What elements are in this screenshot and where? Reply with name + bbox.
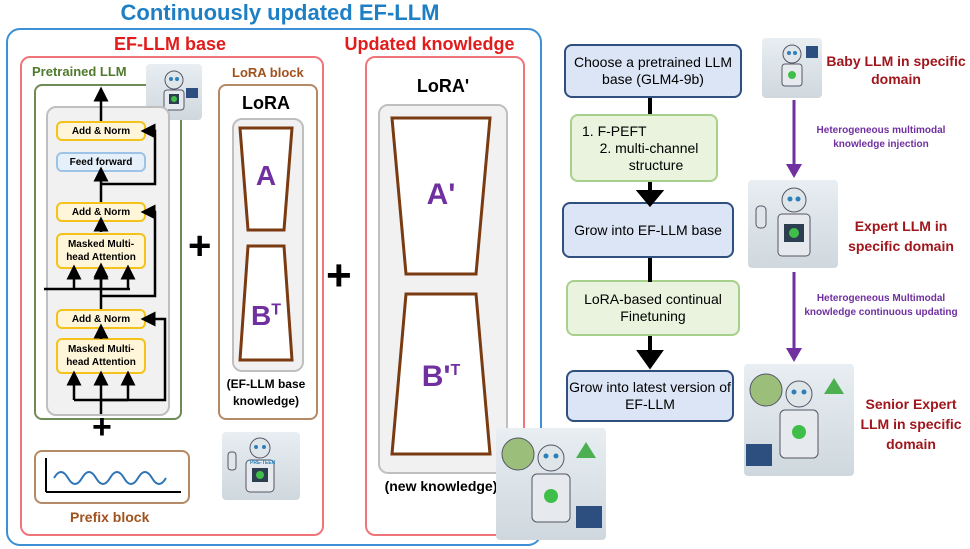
updated-knowledge-label: Updated knowledge [344, 34, 515, 54]
transformer-arrows [44, 86, 167, 414]
robot-image-baby [762, 38, 822, 98]
lora-prime-title: LoRA' [416, 76, 470, 96]
plus-sign-prefix: + [92, 408, 112, 446]
lora-block-label: LoRA block [232, 65, 304, 80]
stage-baby-label: Baby LLM in specific domain [826, 53, 966, 87]
lora-title: LoRA [242, 93, 290, 113]
stage-senior-label: Senior Expert LLM in specific domain [860, 396, 962, 452]
lora-b-label: BT [250, 300, 281, 331]
lora-a-prime-label: A' [426, 178, 456, 211]
stage-transition-2: Heterogeneous Multimodal knowledge conti… [804, 293, 958, 318]
prefix-block-label: Prefix block [70, 509, 150, 525]
flow-step-grow-latest: Grow into latest version of EF-LLM [566, 370, 734, 422]
ef-llm-base-label: EF-LLM base [113, 34, 226, 54]
stage-arrow-1 [786, 100, 802, 178]
lora-caption: (EF-LLM base knowledge) [226, 377, 306, 408]
pretrained-llm-box [34, 84, 182, 420]
prefix-block-box [34, 450, 190, 504]
stage-arrow-2 [786, 272, 802, 362]
flow-arrows [635, 98, 665, 370]
lora-b-prime-label: B'T [421, 360, 461, 393]
robot-image-senior [744, 364, 854, 476]
outer-container [6, 28, 542, 546]
updated-knowledge-box [365, 56, 525, 536]
ef-llm-base-box [20, 56, 324, 536]
lora-prime-matrices [390, 116, 492, 456]
pretrained-llm-label: Pretrained LLM [32, 64, 127, 79]
lora-prime-caption: (new knowledge) [384, 478, 498, 494]
robot-badge: PRE-TEEN [250, 460, 276, 466]
masked-attention-upper: Masked Multi-head Attention [56, 233, 146, 269]
flow-step-choose-base: Choose a pretrained LLM base (GLM4-9b) [564, 44, 742, 98]
diagram-title: Continuously updated EF-LLM [120, 0, 440, 25]
flow-step-peft: 1. F-PEFT 2. multi-channel structure [570, 114, 718, 182]
lora-matrices [238, 126, 294, 362]
lora-a-label: A [255, 160, 277, 191]
lora-block-box [218, 84, 318, 420]
flow-step-peft-item: 1. F-PEFT [582, 122, 647, 139]
stage-transition-1: Heterogeneous multimodal knowledge injec… [816, 125, 946, 150]
plus-sign-lora: + [188, 224, 212, 268]
plus-sign-update: + [326, 251, 352, 300]
stage-expert-label: Expert LLM in specific domain [848, 218, 954, 254]
prefix-wave-icon [45, 458, 181, 493]
robot-image-expert [748, 180, 838, 268]
flow-step-peft-item: 2. multi-channel structure [599, 139, 699, 173]
flow-step-finetune: LoRA-based continual Finetuning [566, 280, 740, 336]
robot-image-senior-middle [496, 428, 606, 540]
robot-image-preteen: PRE-TEEN [222, 432, 300, 500]
